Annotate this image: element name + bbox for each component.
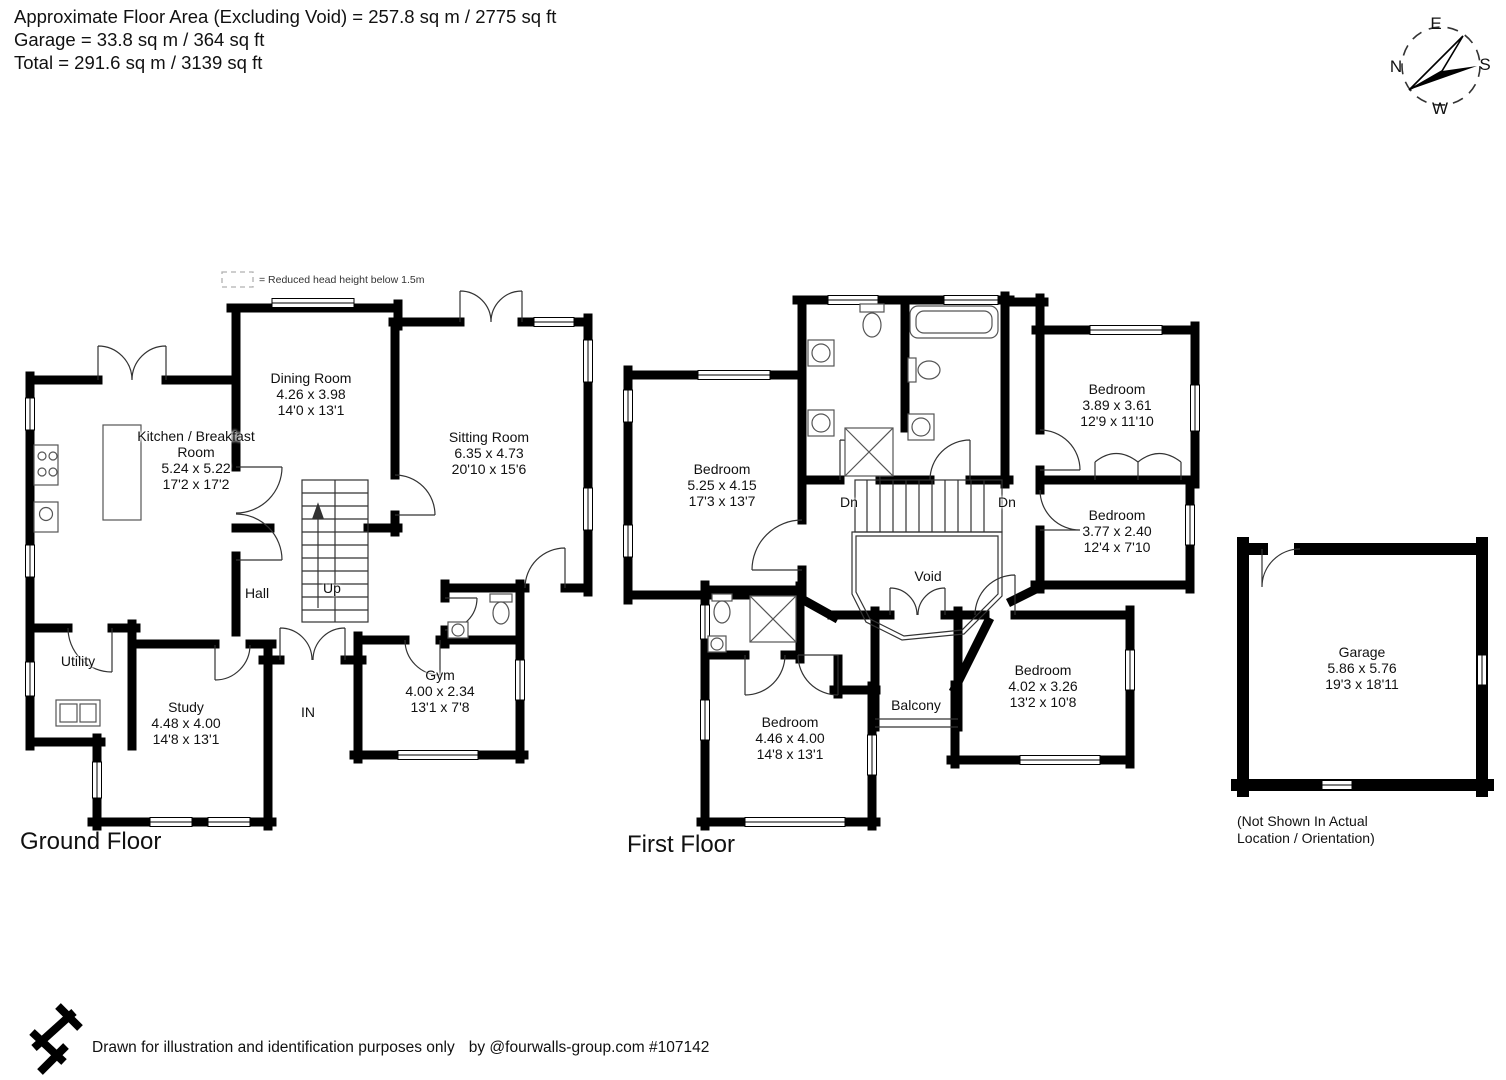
first-floor-stairs — [854, 479, 1003, 533]
ground-floor-stairs — [301, 479, 369, 623]
first-floor-title: First Floor — [627, 831, 735, 858]
footer-attribution: by @fourwalls-group.com #107142 — [468, 1039, 710, 1056]
garage-plan — [1231, 537, 1494, 797]
first-floor-plan — [623, 291, 1200, 831]
toilet — [859, 303, 885, 313]
garage-door — [1261, 548, 1301, 588]
compass-s: S — [1479, 55, 1490, 74]
first-floor-windows — [623, 295, 1200, 827]
room-label-sitting-room: Sitting Room 6.35 x 4.73 20'10 x 15'6 — [448, 429, 530, 477]
ground-floor-title: Ground Floor — [20, 828, 162, 855]
reduced-head-height-swatch — [221, 271, 254, 288]
room-label-bedroom-3: Bedroom 3.77 x 2.40 12'4 x 7'10 — [1082, 507, 1152, 555]
toilet — [907, 357, 917, 383]
wardrobe-glyphs — [1094, 452, 1182, 480]
area-summary-line3: Total = 291.6 sq m / 3139 sq ft — [14, 52, 263, 73]
ensuite-toilet — [711, 593, 733, 602]
reduced-head-height-legend: = Reduced head height below 1.5m — [259, 274, 425, 286]
room-label-kitchen-breakfast: Kitchen / Breakfast Room 5.24 x 5.22 17'… — [137, 428, 255, 492]
stairs-up-label: Up — [323, 580, 341, 596]
balcony-parapet — [875, 718, 958, 728]
compass-w: W — [1432, 99, 1448, 118]
garage-note: (Not Shown In Actual Location / Orientat… — [1237, 813, 1375, 846]
garage-windows — [1321, 654, 1487, 790]
footer-credit: Drawn for illustration and identificatio… — [92, 1039, 709, 1057]
ground-floor-plan — [25, 290, 593, 831]
ground-floor-fixtures — [33, 424, 513, 727]
room-label-study: Study 4.48 x 4.00 14'8 x 13'1 — [151, 699, 221, 747]
room-label-bedroom-2: Bedroom 3.89 x 3.61 12'9 x 11'10 — [1080, 381, 1154, 429]
room-label-dining-room: Dining Room 4.26 x 3.98 14'0 x 13'1 — [270, 370, 352, 418]
room-label-bedroom-4: Bedroom 4.02 x 3.26 13'2 x 10'8 — [1008, 662, 1078, 710]
stairs-dn-label-right: Dn — [998, 494, 1016, 510]
kitchen-island — [102, 424, 142, 521]
area-summary-line1: Approximate Floor Area (Excluding Void) … — [14, 6, 557, 27]
first-floor-doors — [744, 429, 1081, 696]
entrance-in-label: IN — [301, 704, 315, 720]
compass-n: N — [1390, 57, 1402, 76]
void-outline — [851, 531, 1003, 641]
room-label-garage: Garage 5.86 x 5.76 19'3 x 18'11 — [1325, 644, 1399, 692]
fourwalls-logo — [16, 1000, 88, 1076]
ground-floor-doors — [67, 290, 566, 681]
first-floor-fixtures — [707, 303, 999, 653]
room-label-bedroom-5: Bedroom 4.46 x 4.00 14'8 x 13'1 — [755, 714, 825, 762]
compass-icon: E S W N — [1385, 8, 1497, 120]
footer-disclaimer: Drawn for illustration and identificatio… — [92, 1039, 455, 1056]
room-label-gym: Gym 4.00 x 2.34 13'1 x 7'8 — [405, 667, 475, 715]
area-summary-line2: Garage = 33.8 sq m / 364 sq ft — [14, 29, 265, 50]
void-label: Void — [914, 568, 942, 584]
balcony-label: Balcony — [891, 697, 941, 713]
wc-toilet — [489, 593, 513, 603]
ground-floor-walls — [25, 299, 593, 831]
garage-walls — [1231, 537, 1494, 797]
stairs-dn-label-left: Dn — [840, 494, 858, 510]
ground-floor-windows — [25, 298, 593, 827]
area-summary: Approximate Floor Area (Excluding Void) … — [14, 5, 556, 74]
room-label-bedroom-1: Bedroom 5.25 x 4.15 17'3 x 13'7 — [687, 461, 757, 509]
room-label-hall: Hall — [244, 585, 270, 601]
room-label-utility: Utility — [60, 653, 96, 669]
compass-e: E — [1430, 14, 1441, 33]
cooker — [33, 444, 59, 486]
